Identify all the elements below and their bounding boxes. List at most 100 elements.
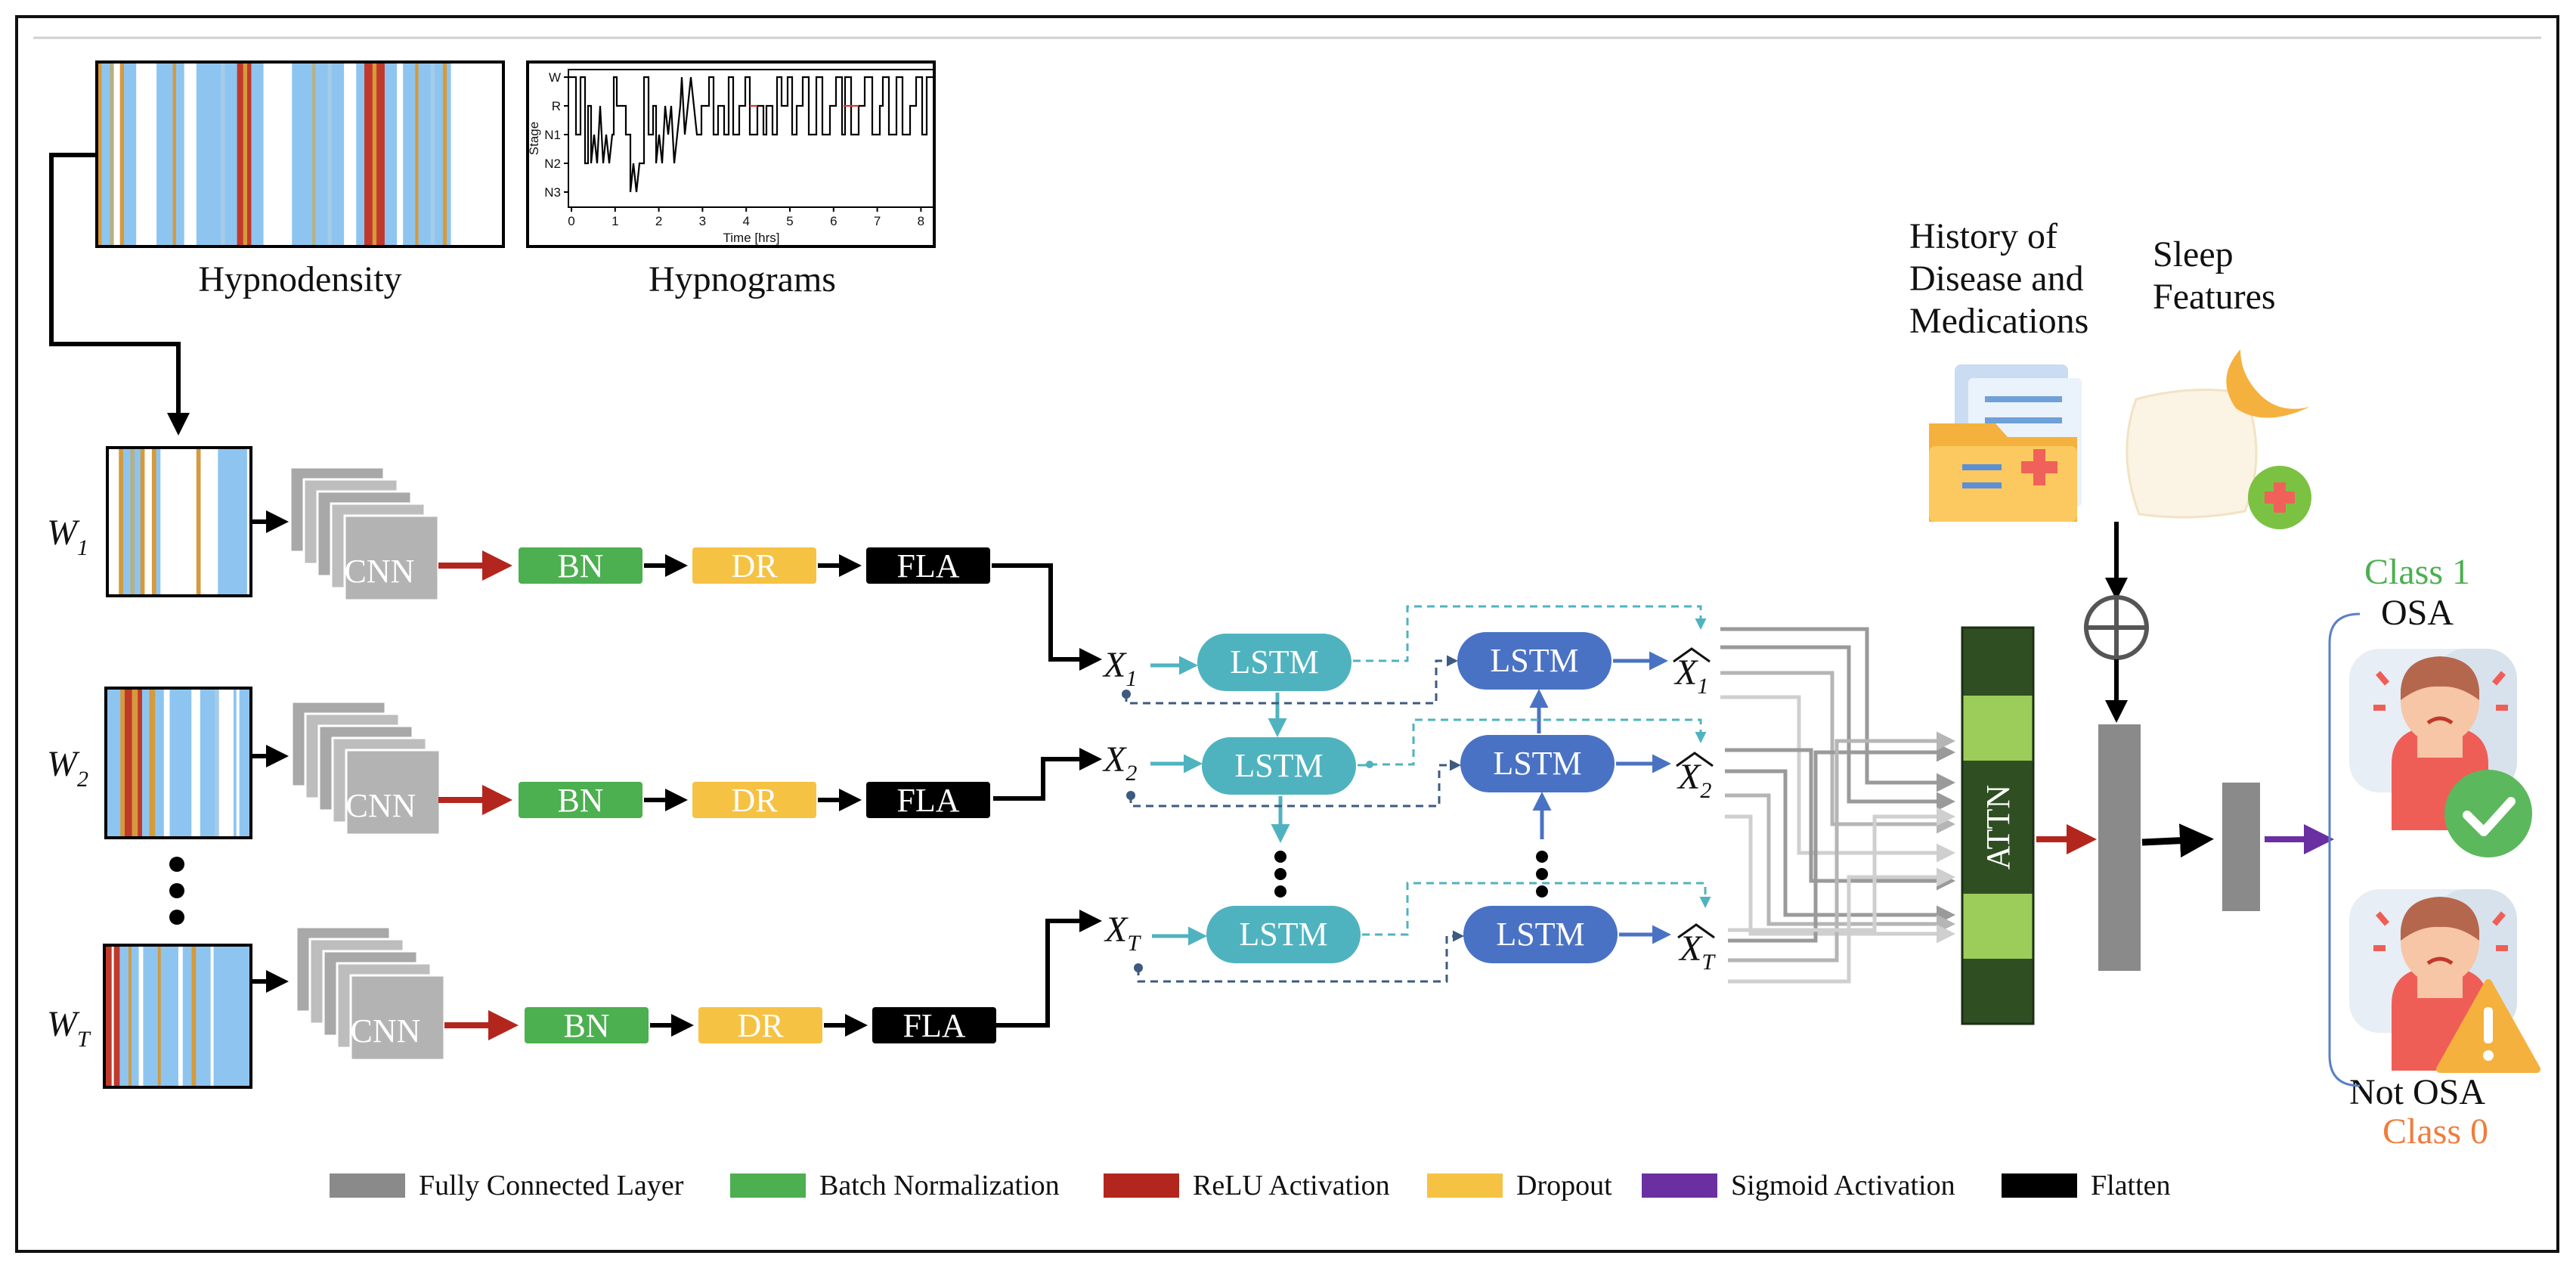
legend-item: Dropout — [1427, 1170, 1612, 1201]
bn-block — [519, 782, 642, 818]
bn-block — [525, 1007, 649, 1043]
window-label-1: W1 — [47, 513, 88, 560]
classification-output: Class 1 OSA Not OSA Class 0 — [2328, 552, 2540, 1152]
figure-frame — [15, 15, 2559, 1253]
hypnograms-caption: Hypnograms — [649, 259, 836, 299]
fla-label: FLA — [896, 782, 959, 819]
window-strip-2 — [106, 688, 252, 838]
cnn-stack-3: CNN — [295, 925, 446, 1062]
legend-item: Fully Connected Layer — [330, 1170, 684, 1201]
legend-swatch — [1427, 1173, 1503, 1198]
legend-swatch — [730, 1173, 806, 1198]
class-1-label: Class 1 — [2364, 552, 2470, 592]
window-label-2: W2 — [47, 744, 88, 792]
history-caption-3: Medications — [1909, 301, 2088, 341]
svg-text:LSTM: LSTM — [1496, 916, 1584, 953]
lstm-backward-t — [1463, 906, 1618, 963]
legend-swatch — [330, 1173, 405, 1198]
legend-label: Flatten — [2091, 1170, 2171, 1201]
osa-label: OSA — [2381, 593, 2454, 633]
history-caption-2: Disease and — [1909, 259, 2084, 299]
history-caption-1: History of — [1909, 216, 2057, 256]
concat-operator-icon — [2084, 595, 2149, 660]
fla-block — [866, 782, 990, 818]
legend: Fully Connected Layer Batch Normalization… — [330, 1170, 2171, 1201]
svg-text:LSTM: LSTM — [1234, 747, 1323, 784]
hypnogram-ylabel: Stage — [527, 122, 541, 155]
lstm-forward-t — [1206, 906, 1361, 963]
osa-face-icon — [2349, 649, 2532, 857]
fla-block — [872, 1007, 996, 1043]
hypnogram-time-tick: 0 — [568, 214, 574, 228]
legend-label: ReLU Activation — [1193, 1170, 1390, 1201]
hypnogram-time-tick: 2 — [655, 214, 662, 228]
hypnogram-xlabel: Time [hrs] — [723, 231, 780, 245]
lstm-forward-2 — [1202, 737, 1356, 795]
input-x1: X1 — [1102, 645, 1137, 691]
hypnogram-stage-tick: N3 — [544, 185, 561, 200]
cnn-stack-2: CNN — [290, 700, 441, 836]
check-icon — [2463, 797, 2516, 836]
output-bracket — [2328, 612, 2361, 1087]
dr-label: DR — [731, 547, 778, 584]
window-strip-1 — [107, 448, 251, 596]
legend-label: Fully Connected Layer — [419, 1170, 684, 1201]
not-osa-label: Not OSA — [2349, 1072, 2485, 1112]
hypnogram-time-tick: 4 — [742, 214, 749, 228]
not-osa-face-icon — [2349, 889, 2540, 1073]
clinical-inputs: History of Disease and Medications Sleep… — [1909, 216, 2311, 723]
legend-label: Batch Normalization — [819, 1170, 1060, 1201]
hypnogram-trace — [568, 76, 934, 193]
flatten-arrow-fc — [2141, 823, 2214, 858]
legend-label: Dropout — [1516, 1170, 1612, 1201]
bn-label: BN — [557, 547, 603, 584]
fla-label: FLA — [903, 1007, 965, 1044]
svg-text:LSTM: LSTM — [1230, 643, 1318, 681]
sleep-caption-2: Features — [2153, 277, 2276, 317]
hypnogram-time-tick: 3 — [699, 214, 706, 228]
legend-item: Batch Normalization — [730, 1170, 1060, 1201]
fla-label: FLA — [896, 547, 959, 584]
fc-layer-1 — [2098, 724, 2141, 971]
hypnogram-stage-tick: R — [552, 99, 561, 113]
hypnogram-time-tick: 1 — [611, 214, 618, 228]
hypnodensity-panel: Hypnodensity — [95, 60, 505, 299]
dr-label: DR — [737, 1007, 784, 1044]
medical-folder-icon — [1929, 364, 2082, 522]
feature-row-1: CNN BN DR FLA — [252, 466, 1102, 671]
cnn-stack-1: CNN — [289, 466, 440, 602]
window-strip-t — [104, 945, 251, 1087]
attention-fan-in — [1720, 627, 1955, 984]
attention-layer: ATTN — [1961, 626, 2035, 1025]
output-x2-hat: X2 — [1677, 757, 1711, 803]
svg-text:LSTM: LSTM — [1490, 642, 1578, 679]
class-0-label: Class 0 — [2382, 1111, 2488, 1152]
input-xt: XT — [1104, 910, 1141, 956]
hypnodensity-caption: Hypnodensity — [198, 259, 401, 299]
input-x2: X2 — [1102, 739, 1137, 786]
lstm-forward-1 — [1197, 634, 1351, 691]
lstm-backward-1 — [1457, 632, 1612, 690]
window-ellipsis — [169, 857, 184, 925]
hypnogram-stage-tick: N1 — [544, 128, 561, 142]
hypnogram-stage-tick: N2 — [544, 157, 561, 171]
legend-item: Flatten — [2002, 1170, 2171, 1201]
cnn-label: CNN — [346, 787, 416, 824]
attn-label: ATTN — [1980, 785, 2017, 870]
window-label-t: WT — [47, 1004, 91, 1052]
bn-label: BN — [557, 782, 603, 819]
legend-swatch — [2002, 1173, 2077, 1198]
legend-item: ReLU Activation — [1104, 1170, 1390, 1201]
hypnogram-time-tick: 8 — [918, 214, 924, 228]
sleep-pillow-icon — [2126, 349, 2311, 529]
fc-layer-2 — [2222, 783, 2260, 911]
dr-block — [692, 547, 816, 584]
fla-block — [866, 547, 990, 584]
hypnogram-time-tick: 6 — [830, 214, 837, 228]
legend-swatch — [1642, 1173, 1717, 1198]
hypnodensity-to-window-arrow — [49, 153, 190, 436]
svg-text:LSTM: LSTM — [1493, 745, 1581, 782]
